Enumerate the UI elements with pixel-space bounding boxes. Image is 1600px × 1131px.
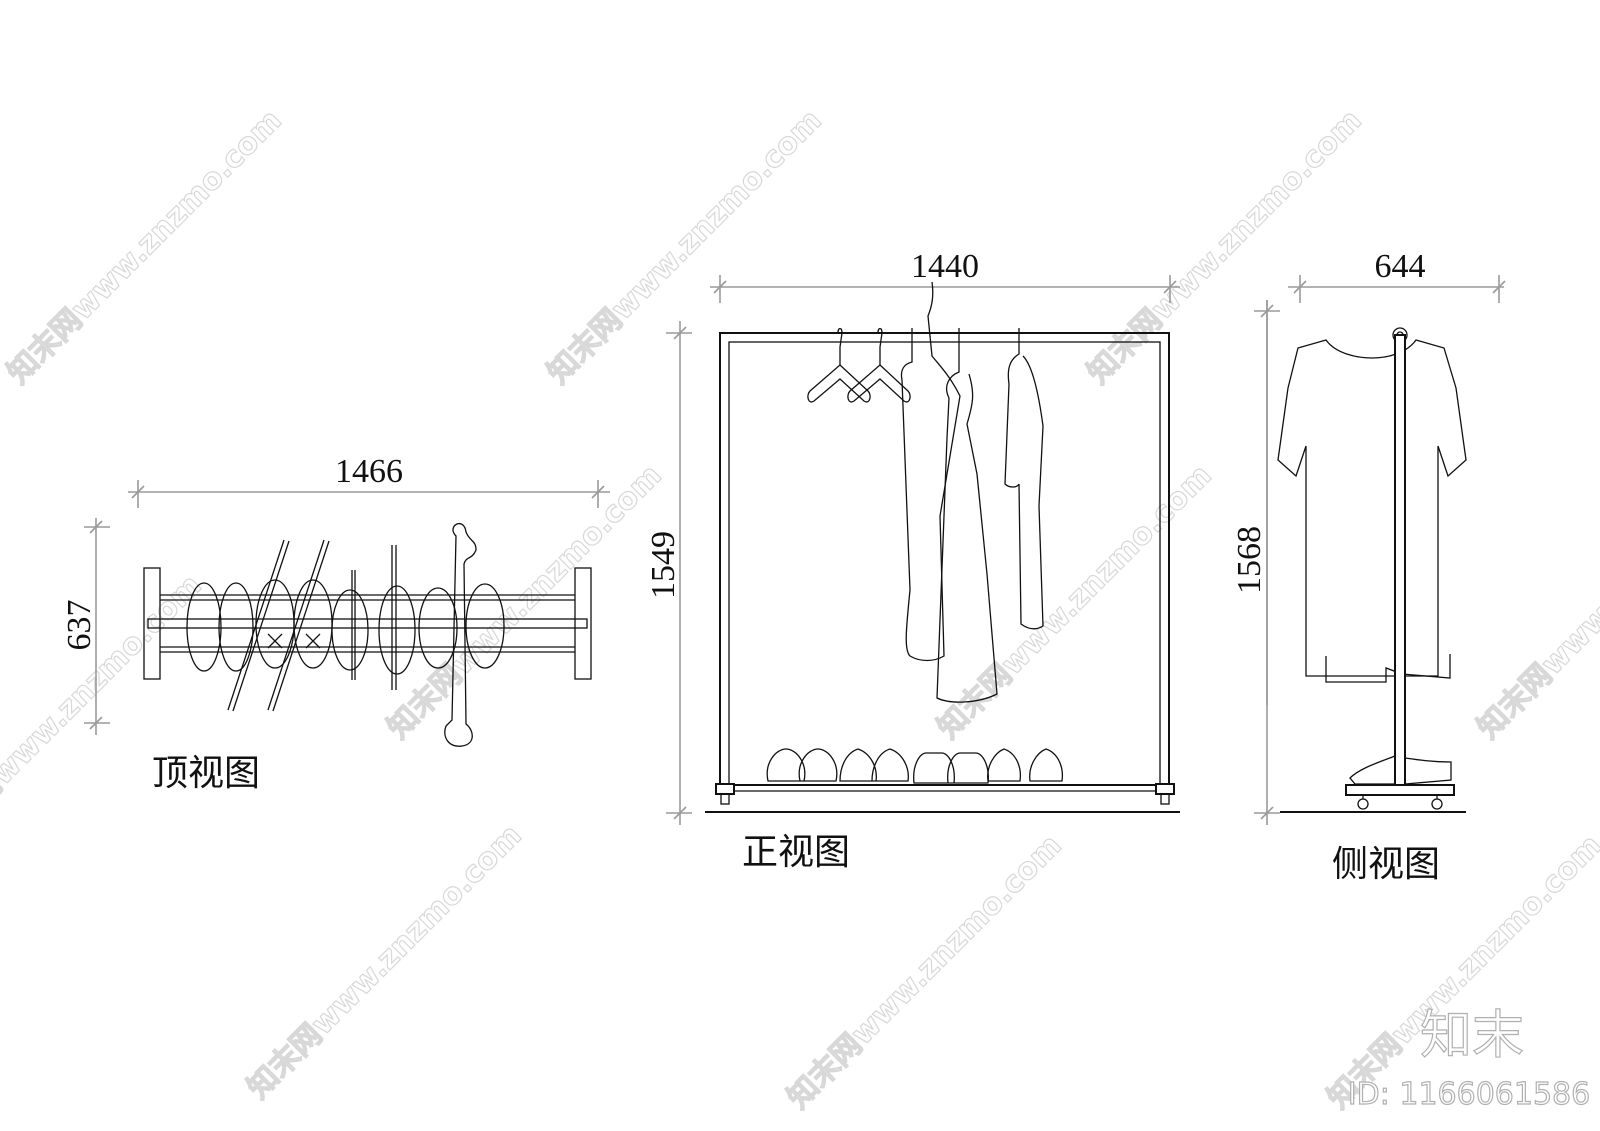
front-garments <box>900 281 1044 703</box>
top-width-dimension: 1466 <box>128 453 610 508</box>
top-depth-dimension: 637 <box>61 518 110 735</box>
top-width-value: 1466 <box>335 453 403 490</box>
logo-text: 知末 <box>1420 1006 1524 1066</box>
watermark-text: 知末网www.znzmo.com <box>541 103 829 391</box>
front-view: 1440 1549 <box>645 248 1180 873</box>
side-view-label: 侧视图 <box>1332 844 1440 885</box>
top-depth-value: 637 <box>61 600 98 651</box>
side-height-value: 1568 <box>1231 526 1268 594</box>
front-hangers <box>807 327 911 403</box>
side-height-dimension: 1568 <box>1231 300 1280 825</box>
front-width-dimension: 1440 <box>710 248 1180 303</box>
watermark-text: 知末网www.znzmo.com <box>1471 458 1600 746</box>
watermark-text: 知末网www.znzmo.com <box>931 458 1219 746</box>
watermark-text: 知末网www.znzmo.com <box>1 103 289 391</box>
top-view: 1466 637 <box>61 453 610 794</box>
side-width-value: 644 <box>1375 248 1426 285</box>
front-shoes <box>766 748 1064 784</box>
id-text: ID: 1166061586 <box>1348 1077 1590 1112</box>
watermark-layer: 知末网www.znzmo.com 知末网www.znzmo.com 知末网www… <box>0 102 1600 1116</box>
watermark-text: 知末网www.znzmo.com <box>241 818 529 1106</box>
top-shoes <box>186 522 505 747</box>
side-shirt <box>1277 339 1467 683</box>
front-width-value: 1440 <box>911 248 979 285</box>
front-view-label: 正视图 <box>742 832 850 873</box>
brand-logo: 知末 ID: 1166061586 <box>1347 1005 1591 1112</box>
front-rack-frame <box>705 332 1180 813</box>
front-height-value: 1549 <box>645 531 682 599</box>
top-view-label: 顶视图 <box>152 753 260 794</box>
watermark-text: 知末网www.znzmo.com <box>0 568 209 856</box>
watermark-text: 知末网www.znzmo.com <box>1081 103 1369 391</box>
side-rack-stand <box>1280 327 1466 813</box>
side-width-dimension: 644 <box>1288 248 1506 303</box>
side-view: 644 1568 侧视图 <box>1231 248 1506 885</box>
front-height-dimension: 1549 <box>645 321 692 825</box>
